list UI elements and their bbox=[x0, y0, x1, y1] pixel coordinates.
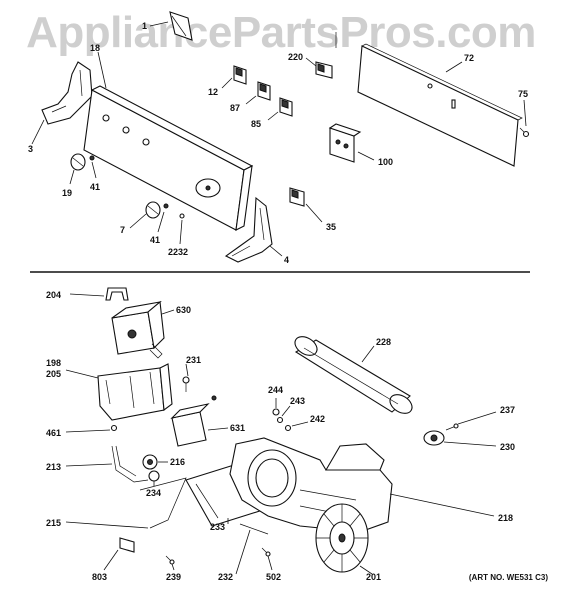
part-220-connector bbox=[305, 32, 337, 79]
label-803: 803 bbox=[92, 572, 107, 582]
part-631-switch bbox=[170, 395, 229, 447]
part-4-end-bracket bbox=[224, 196, 283, 263]
label-87: 87 bbox=[230, 103, 240, 113]
label-75: 75 bbox=[518, 89, 528, 99]
label-461: 461 bbox=[46, 428, 61, 438]
label-41-a: 41 bbox=[90, 182, 100, 192]
part-630-timer bbox=[111, 300, 175, 359]
part-18-control-panel bbox=[83, 51, 254, 231]
part-230-thermostat bbox=[423, 430, 497, 447]
label-4: 4 bbox=[284, 255, 289, 265]
part-243-nut bbox=[276, 405, 291, 424]
label-2232: 2232 bbox=[168, 247, 188, 257]
part-232-bolt bbox=[235, 523, 269, 575]
part-239-screw bbox=[165, 555, 175, 571]
label-213: 213 bbox=[46, 462, 61, 472]
part-205-timer-bracket bbox=[65, 363, 173, 421]
part-19-knob bbox=[69, 153, 86, 185]
label-1: 1 bbox=[142, 21, 147, 31]
label-220: 220 bbox=[288, 52, 303, 62]
part-231-screw bbox=[182, 363, 190, 392]
label-3: 3 bbox=[28, 144, 33, 154]
part-41-clip-a bbox=[89, 155, 97, 179]
label-100: 100 bbox=[378, 157, 393, 167]
label-228: 228 bbox=[376, 337, 391, 347]
part-201-blower-wheel bbox=[315, 503, 373, 575]
part-216-switch bbox=[142, 454, 168, 470]
label-234: 234 bbox=[146, 488, 161, 498]
label-231: 231 bbox=[186, 355, 201, 365]
part-803-bracket bbox=[103, 537, 135, 571]
label-631: 631 bbox=[230, 423, 245, 433]
part-7-knob bbox=[129, 201, 161, 229]
part-218-blower-housing bbox=[229, 437, 495, 533]
part-2232-screw bbox=[179, 213, 185, 245]
part-35-switch bbox=[289, 187, 323, 223]
label-243: 243 bbox=[290, 396, 305, 406]
label-239: 239 bbox=[166, 572, 181, 582]
label-215: 215 bbox=[46, 518, 61, 528]
part-12-switch bbox=[221, 65, 247, 89]
part-502-screw bbox=[261, 547, 273, 571]
label-41-b: 41 bbox=[150, 235, 160, 245]
label-242: 242 bbox=[310, 414, 325, 424]
part-85-switch bbox=[267, 97, 293, 121]
label-198: 198 bbox=[46, 358, 61, 368]
label-232: 232 bbox=[218, 572, 233, 582]
art-number: (ART NO. WE531 C3) bbox=[469, 573, 548, 582]
label-233: 233 bbox=[210, 522, 225, 532]
part-461-screw bbox=[65, 424, 118, 433]
part-72-rear-panel bbox=[357, 43, 523, 167]
label-72: 72 bbox=[464, 53, 474, 63]
part-242-screw bbox=[284, 421, 309, 432]
part-75-screw bbox=[519, 99, 530, 138]
label-205: 205 bbox=[46, 369, 61, 379]
part-228-exhaust-duct bbox=[294, 336, 413, 414]
part-3-end-bracket bbox=[31, 61, 93, 145]
part-215-rod bbox=[65, 477, 187, 529]
label-230: 230 bbox=[500, 442, 515, 452]
label-85: 85 bbox=[251, 119, 261, 129]
label-7: 7 bbox=[120, 225, 125, 235]
part-237-screw bbox=[445, 411, 497, 431]
part-41-clip-b bbox=[157, 203, 169, 233]
label-237: 237 bbox=[500, 405, 515, 415]
label-218: 218 bbox=[498, 513, 513, 523]
part-100-terminal-block bbox=[328, 123, 375, 163]
label-19: 19 bbox=[62, 188, 72, 198]
label-18: 18 bbox=[90, 43, 100, 53]
part-234-spring bbox=[148, 470, 160, 486]
label-204: 204 bbox=[46, 290, 61, 300]
label-35: 35 bbox=[326, 222, 336, 232]
label-244: 244 bbox=[268, 385, 283, 395]
part-87-switch bbox=[245, 81, 271, 105]
part-213-wire-harness bbox=[65, 445, 149, 483]
label-12: 12 bbox=[208, 87, 218, 97]
part-244-washer bbox=[272, 398, 280, 416]
label-216: 216 bbox=[170, 457, 185, 467]
label-201: 201 bbox=[366, 572, 381, 582]
part-204-clip bbox=[69, 287, 129, 301]
label-630: 630 bbox=[176, 305, 191, 315]
part-1-bracket bbox=[149, 11, 193, 41]
label-502: 502 bbox=[266, 572, 281, 582]
